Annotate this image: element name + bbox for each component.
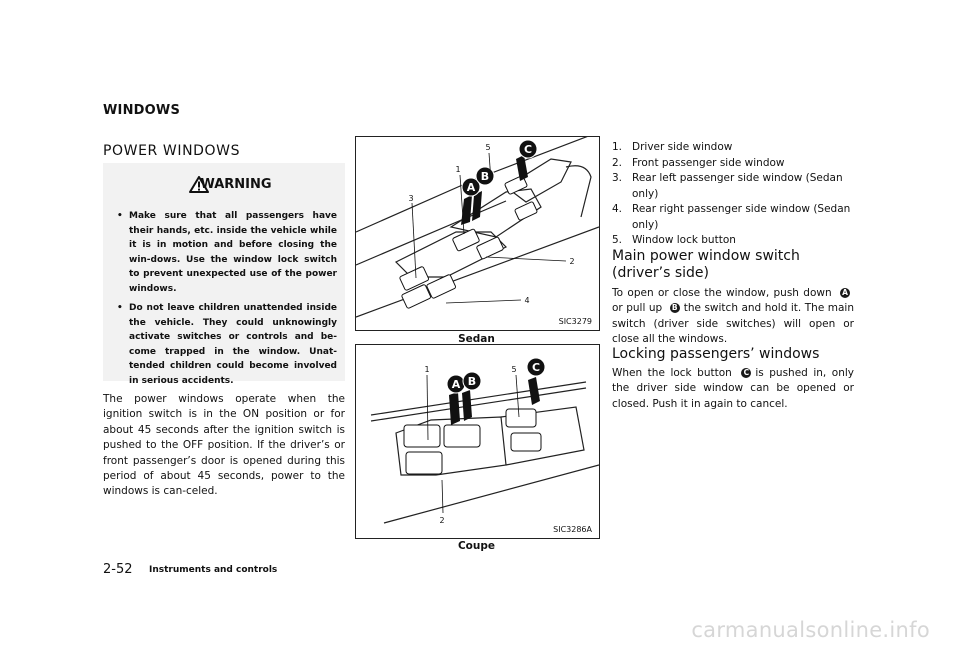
coupe-callout-2: 2	[439, 516, 444, 525]
list-item: 4.Rear right passenger side window (Seda…	[612, 203, 851, 231]
list-item: 5.Window lock button	[612, 234, 736, 247]
warning-item: Do not leave children unattended inside …	[117, 301, 337, 388]
svg-text:A: A	[452, 378, 461, 391]
warning-box: WARNING Make sure that all passengers ha…	[103, 163, 345, 386]
list-item: 3.Rear left passenger side window (Sedan…	[612, 172, 843, 200]
warning-list: Make sure that all passengers have their…	[117, 209, 337, 393]
marker-b-icon: B	[669, 303, 680, 314]
warning-item: Make sure that all passengers have their…	[117, 209, 337, 296]
figure-code: SIC3286A	[553, 525, 592, 534]
figure-caption: Sedan	[458, 333, 495, 345]
main-switch-text: To open or close the window, push down A…	[612, 287, 855, 346]
svg-text:A: A	[467, 181, 476, 194]
sedan-callout-4: 4	[524, 296, 529, 305]
page-number: 2-52	[103, 562, 133, 577]
sedan-callout-2: 2	[569, 257, 574, 266]
sedan-callout-3: 3	[408, 194, 413, 203]
component-list: 1.Driver side window 2.Front passenger s…	[612, 140, 852, 249]
list-item: 2.Front passenger side window	[612, 156, 785, 169]
svg-text:C: C	[532, 361, 540, 374]
power-windows-description: The power windows operate when the ignit…	[103, 393, 345, 498]
locking-heading: Locking passengers’ windows	[612, 346, 820, 362]
sedan-callout-5: 5	[485, 143, 490, 152]
svg-text:B: B	[481, 170, 489, 183]
figure-caption: Coupe	[457, 540, 496, 552]
coupe-callout-5: 5	[511, 365, 516, 374]
watermark: carmanualsonline.info	[691, 618, 930, 642]
marker-c-icon: C	[741, 368, 752, 378]
svg-text:C: C	[524, 143, 532, 156]
svg-text:B: B	[468, 375, 476, 388]
list-item: 1.Driver side window	[612, 141, 733, 153]
sedan-switch-illustration: AB C 1 2 3 4 5	[356, 137, 599, 318]
warning-triangle-icon	[189, 176, 209, 193]
power-windows-heading: POWER WINDOWS	[103, 143, 241, 159]
coupe-callout-1: 1	[424, 365, 429, 374]
footer-section: Instruments and controls	[149, 565, 278, 575]
figure-code: SIC3279	[558, 317, 592, 326]
warning-title: WARNING	[200, 177, 272, 192]
section-header: WINDOWS	[103, 103, 181, 118]
main-switch-heading: Main power window switch (driver’s side)	[612, 248, 800, 281]
sedan-callout-1: 1	[455, 165, 460, 174]
marker-a-icon: A	[840, 288, 851, 298]
